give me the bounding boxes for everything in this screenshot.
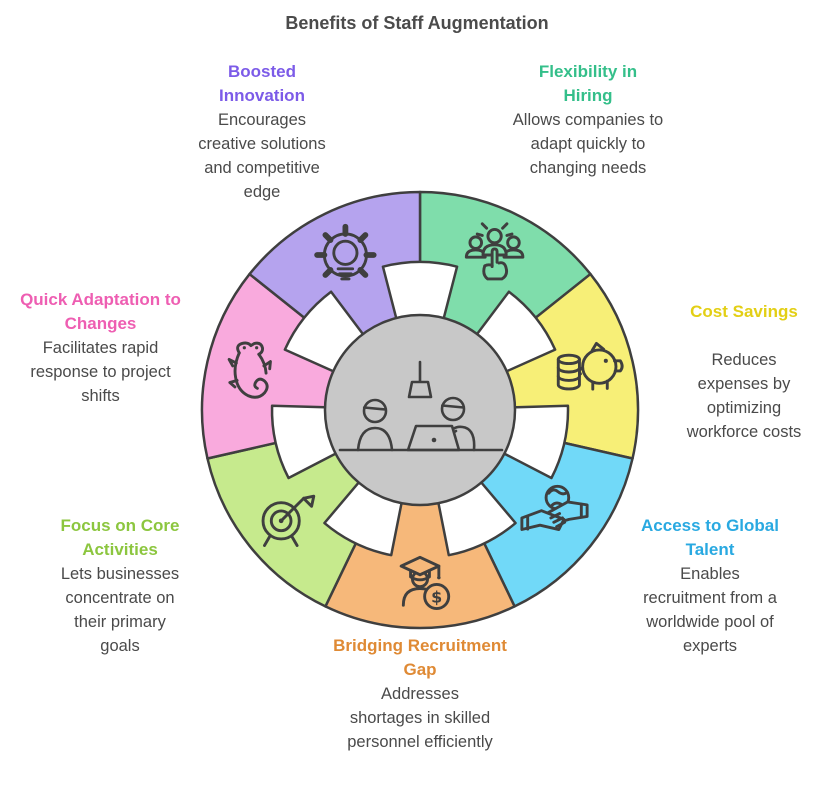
benefit-description: Encourages creative solutions and compet… <box>198 111 326 201</box>
benefits-wheel: $ <box>200 190 640 630</box>
globe-handshake-icon <box>520 484 589 531</box>
benefit-description: Lets businesses concentrate on their pri… <box>60 565 180 655</box>
benefit-label: Boosted Innovation <box>219 62 305 105</box>
benefit-description: Addresses shortages in skilled personnel… <box>347 685 493 751</box>
benefit-description: Facilitates rapid response to project sh… <box>30 339 171 405</box>
benefit-label: Focus on Core Activities <box>60 516 180 559</box>
benefit-description: Reduces expenses by optimizing workforce… <box>686 351 802 441</box>
gear-lightbulb-icon <box>314 223 377 281</box>
svg-text:$: $ <box>431 587 442 606</box>
center-circle <box>323 313 517 507</box>
segment-bridging <box>324 408 516 630</box>
benefit-label: Access to Global Talent <box>641 516 779 559</box>
chameleon-icon <box>227 341 272 399</box>
page-title: Benefits of Staff Augmentation <box>285 13 549 33</box>
team-selection-icon <box>464 222 525 281</box>
graduate-dollar-icon: $ <box>399 555 451 610</box>
benefit-label: Cost Savings <box>690 302 798 321</box>
benefit-label: Bridging Recruitment Gap <box>333 636 507 679</box>
benefit-label: Flexibility in Hiring <box>538 62 638 105</box>
collaboration-desk-icon <box>338 360 504 452</box>
benefit-description: Allows companies to adapt quickly to cha… <box>512 111 664 177</box>
target-arrow-icon <box>261 494 316 547</box>
benefit-description: Enables recruitment from a worldwide poo… <box>643 565 777 655</box>
piggy-bank-coins-icon <box>556 341 624 391</box>
benefit-label: Quick Adaptation to Changes <box>20 290 181 333</box>
